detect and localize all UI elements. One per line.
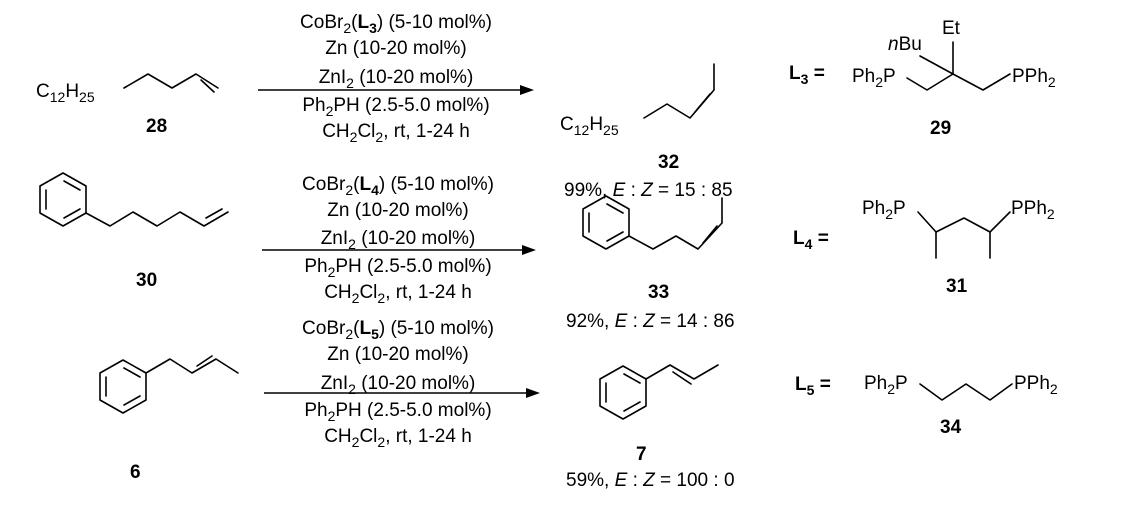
product-33-double-bond <box>702 225 718 244</box>
condition-solvent-3: CH2Cl2, rt, 1-24 h <box>324 426 472 450</box>
condition-catalyst-3: CoBr2(L5) (5-10 mol%) <box>302 318 494 342</box>
reaction-arrowhead-3 <box>526 388 540 398</box>
yield-32: 99%, E : Z = 15 : 85 <box>564 180 733 201</box>
product-7-benzene-ring <box>599 365 647 420</box>
conditions-3: CoBr2(L5) (5-10 mol%) Zn (10-20 mol%) Zn… <box>302 318 494 450</box>
product-7-benzene-inner-1 <box>623 373 641 384</box>
condition-catalyst-2: CoBr2(L4) (5-10 mol%) <box>302 174 494 198</box>
compound-label-30: 30 <box>136 270 157 291</box>
ligand-29-nbu-bond <box>919 55 954 75</box>
substrate-30-double-bond <box>205 208 223 219</box>
condition-zn-1: Zn (10-20 mol%) <box>325 38 467 59</box>
ligand-29-right-phosphine: PPh2 <box>1012 66 1056 90</box>
substrate-28-double-bond <box>200 79 215 93</box>
condition-ph2ph-3: Ph2PH (2.5-5.0 mol%) <box>304 400 491 424</box>
ligand-29-backbone <box>906 73 1011 91</box>
ligand-29-nbu: nBu <box>888 34 922 55</box>
condition-zni2-1: ZnI2 (10-20 mol%) <box>319 67 474 91</box>
reaction-3: 6 CoBr2(L5) (5-10 mol%) Zn (10-20 mol%) … <box>99 318 1058 491</box>
substrate-30-chain <box>85 211 229 227</box>
compound-label-33: 33 <box>648 282 669 303</box>
ligand-34-right-phosphine: PPh2 <box>1014 373 1058 397</box>
condition-zni2-2: ZnI2 (10-20 mol%) <box>321 228 476 252</box>
ligand-29-left-phosphine: Ph2P <box>852 66 896 90</box>
product-33-benzene-ring <box>582 195 630 250</box>
compound-label-34: 34 <box>940 417 962 438</box>
condition-ph2ph-2: Ph2PH (2.5-5.0 mol%) <box>304 256 491 280</box>
condition-catalyst-1: CoBr2(L3) (5-10 mol%) <box>300 12 492 36</box>
substrate-30-benzene-ring <box>39 172 87 227</box>
compound-label-32: 32 <box>658 152 679 173</box>
product-7-benzene-inner-2 <box>623 401 641 412</box>
product-7-double-bond <box>672 371 692 385</box>
substrate-6-chain <box>145 358 239 374</box>
reaction-arrowhead-2 <box>522 245 536 255</box>
compound-label-31: 31 <box>946 276 968 297</box>
ligand-31-backbone <box>917 211 1011 233</box>
product-33-benzene-inner-2 <box>606 231 624 242</box>
substrate-6-double-bond <box>196 355 213 367</box>
product-33-benzene-inner-1 <box>606 203 624 214</box>
substrate-30-benzene-inner-2 <box>63 208 81 219</box>
condition-ph2ph-1: Ph2PH (2.5-5.0 mol%) <box>302 95 489 119</box>
compound-label-29: 29 <box>930 118 951 139</box>
conditions-2: CoBr2(L4) (5-10 mol%) Zn (10-20 mol%) Zn… <box>302 174 494 306</box>
substrate-6-benzene-inner-1 <box>123 367 141 378</box>
substrate-6-benzene-ring <box>99 359 147 414</box>
reaction-2: 30 CoBr2(L4) (5-10 mol%) Zn (10-20 mol%)… <box>39 172 1055 332</box>
product-32-double-bond <box>694 93 711 113</box>
yield-33: 92%, E : Z = 14 : 86 <box>566 311 735 332</box>
condition-zn-3: Zn (10-20 mol%) <box>327 344 469 365</box>
product-7-chain <box>645 364 719 380</box>
condition-solvent-2: CH2Cl2, rt, 1-24 h <box>324 282 472 306</box>
compound-label-7: 7 <box>636 444 647 465</box>
ligand-34-left-phosphine: Ph2P <box>864 373 908 397</box>
substrate-30-benzene-inner-1 <box>63 180 81 191</box>
substrate-28-formula: C12H25 <box>36 81 95 105</box>
reaction-arrowhead-1 <box>520 85 534 95</box>
ligand-l4-symbol: L4 = <box>793 228 829 252</box>
substrate-6-benzene-inner-2 <box>123 395 141 406</box>
ligand-31-left-phosphine: Ph2P <box>862 198 906 222</box>
ligand-29-et: Et <box>942 18 961 39</box>
conditions-1: CoBr2(L3) (5-10 mol%) Zn (10-20 mol%) Zn… <box>300 12 492 145</box>
ligand-l5-symbol: L5 = <box>795 374 831 398</box>
condition-zn-2: Zn (10-20 mol%) <box>327 200 469 221</box>
yield-7: 59%, E : Z = 100 : 0 <box>566 470 735 491</box>
substrate-28-chain <box>123 73 219 89</box>
reaction-1: C12H25 28 CoBr2(L3) (5-10 mol%) Zn (10-2… <box>36 12 1056 201</box>
product-32-chain <box>643 63 715 119</box>
ligand-34-backbone <box>919 383 1013 401</box>
ligand-31-right-phosphine: PPh2 <box>1011 198 1055 222</box>
ligand-l3-symbol: L3 = <box>789 63 825 87</box>
compound-label-28: 28 <box>146 116 167 137</box>
compound-label-6: 6 <box>130 462 141 483</box>
condition-solvent-1: CH2Cl2, rt, 1-24 h <box>322 121 470 145</box>
product-32-formula: C12H25 <box>560 114 619 138</box>
condition-zni2-3: ZnI2 (10-20 mol%) <box>321 373 476 397</box>
product-33-chain <box>628 197 723 250</box>
